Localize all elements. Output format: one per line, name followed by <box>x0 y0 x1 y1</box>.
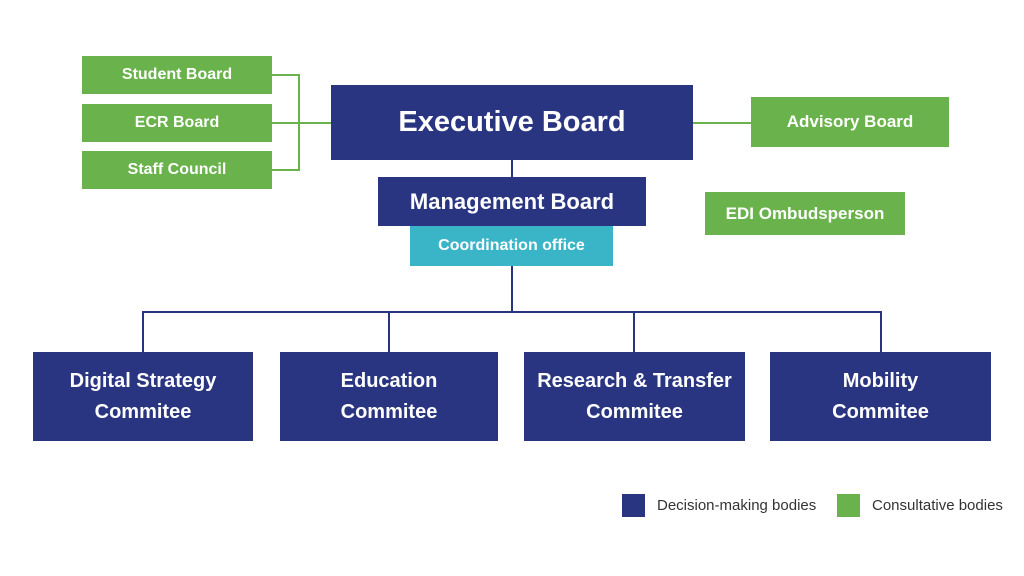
connector-executive-to-advisory <box>693 122 751 124</box>
node-advisory-board: Advisory Board <box>751 97 949 147</box>
node-executive-board: Executive Board <box>331 85 693 160</box>
node-student-board: Student Board <box>82 56 272 94</box>
node-edi-ombudsperson: EDI Ombudsperson <box>705 192 905 235</box>
connector-drop-mobility <box>880 311 882 352</box>
connector-ecr-board-to-executive <box>272 122 331 124</box>
legend-item-decision: Decision-making bodies <box>622 494 816 517</box>
node-mobility-commitee: Mobility Commitee <box>770 352 991 441</box>
node-staff-council: Staff Council <box>82 151 272 189</box>
node-ecr-board: ECR Board <box>82 104 272 142</box>
connector-drop-education <box>388 311 390 352</box>
connector-drop-research-transfer <box>633 311 635 352</box>
decision-color-swatch <box>622 494 645 517</box>
connector-coordination-down <box>511 266 513 313</box>
node-education-commitee: Education Commitee <box>280 352 498 441</box>
node-research-transfer-commitee: Research & Transfer Commitee <box>524 352 745 441</box>
consultative-color-swatch <box>837 494 860 517</box>
legend-item-consultative: Consultative bodies <box>837 494 1003 517</box>
connector-committees-horizontal <box>142 311 882 313</box>
node-management-board: Management Board <box>378 177 646 226</box>
connector-drop-digital-strategy <box>142 311 144 352</box>
legend-label-consultative: Consultative bodies <box>872 497 1003 514</box>
connector-executive-to-management <box>511 160 513 178</box>
connector-left-vertical <box>298 74 300 171</box>
legend-label-decision: Decision-making bodies <box>657 497 817 514</box>
connector-student-board <box>272 74 299 76</box>
node-coordination-office: Coordination office <box>410 226 613 266</box>
connector-staff-council <box>272 169 299 171</box>
node-digital-strategy-commitee: Digital Strategy Commitee <box>33 352 253 441</box>
